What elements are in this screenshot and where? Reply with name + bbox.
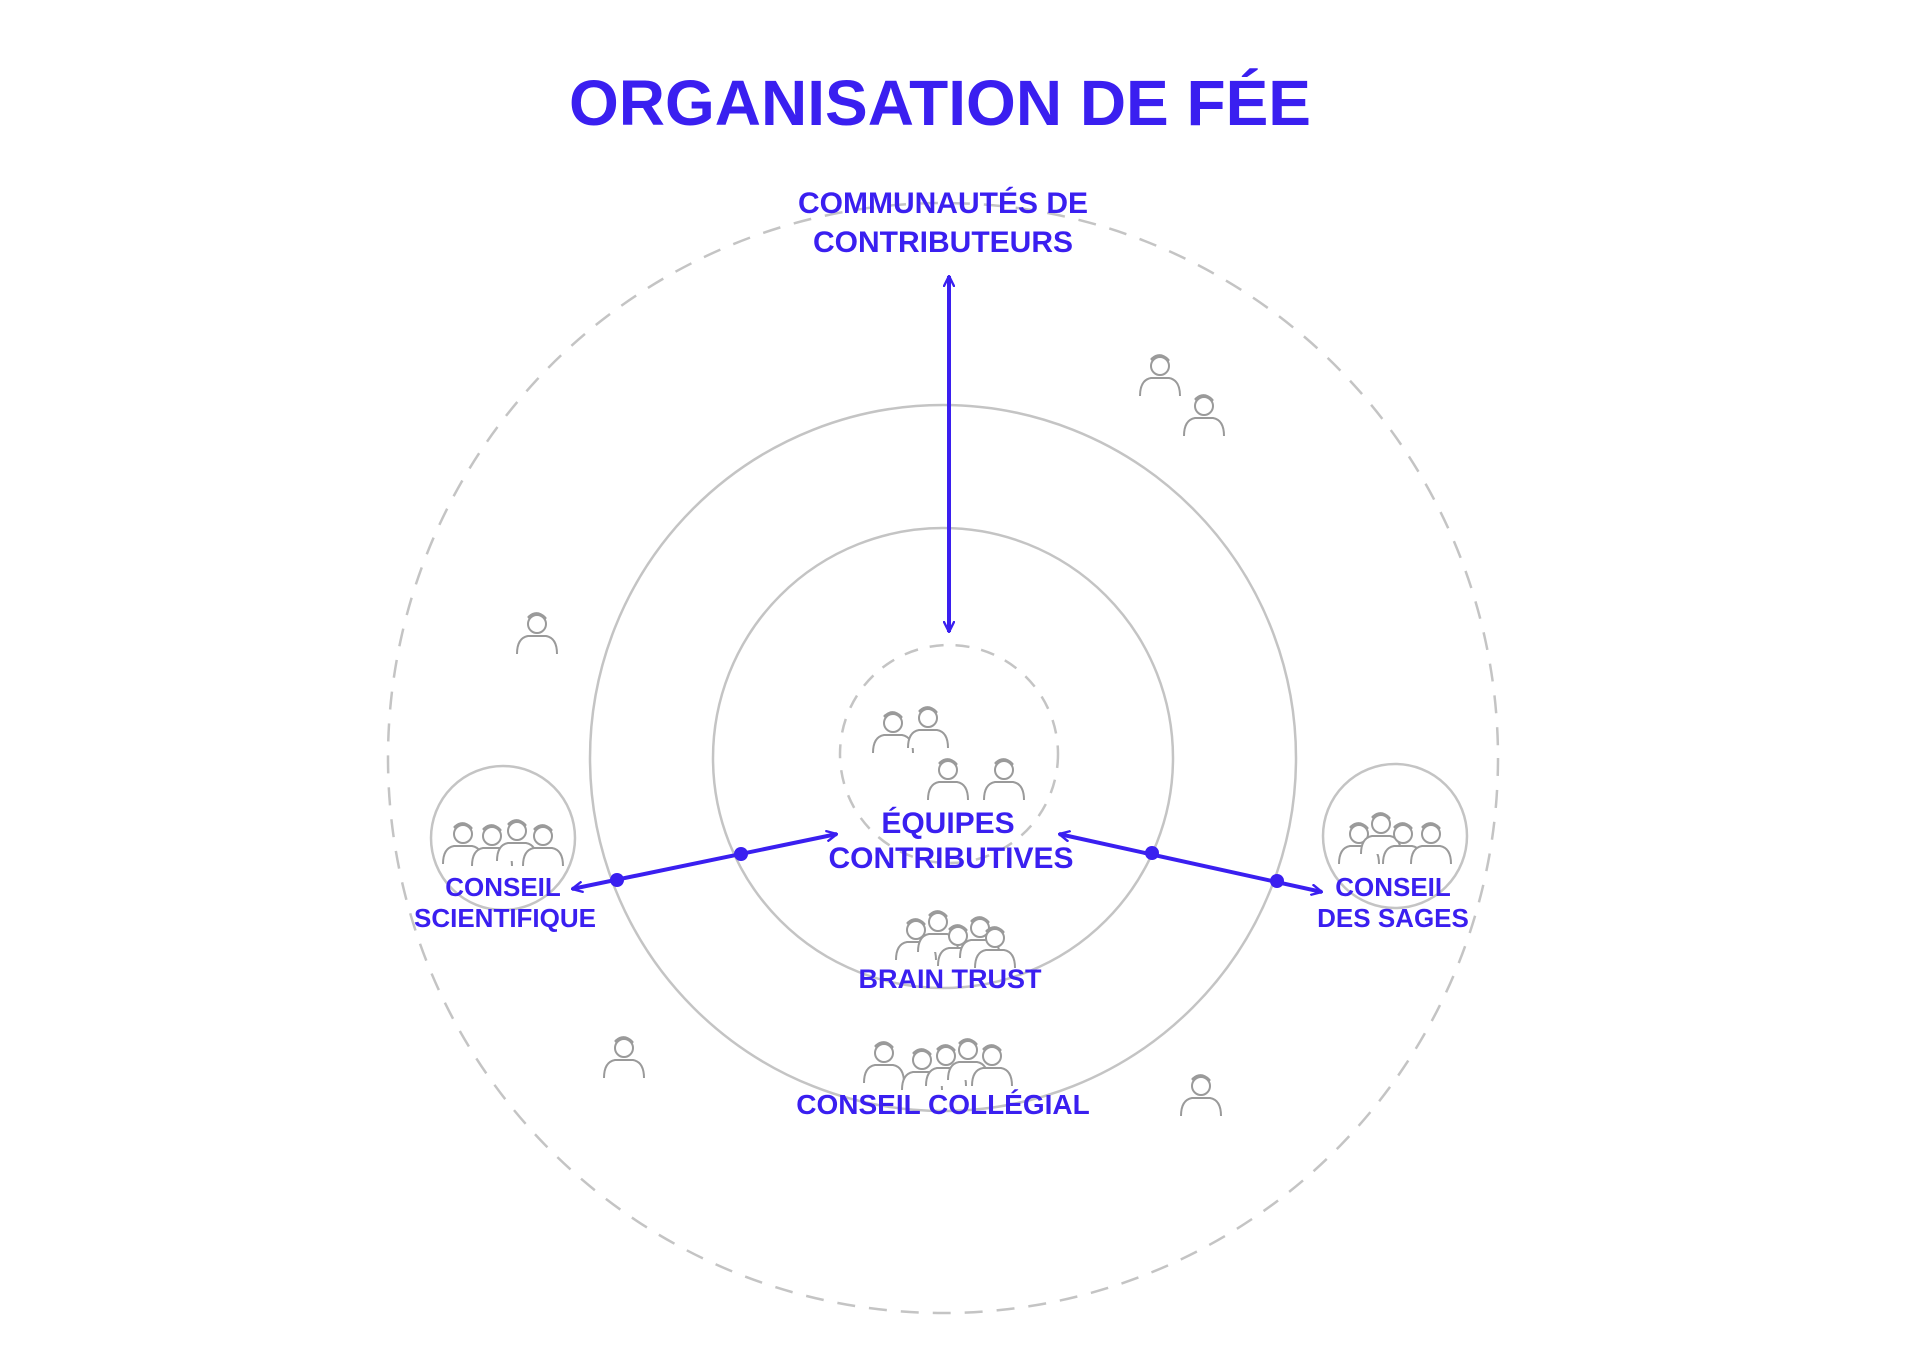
person-icon xyxy=(862,1041,906,1085)
label-conseil-scientifique-line-2: SCIENTIFIQUE xyxy=(414,903,596,933)
page-title: ORGANISATION DE FÉE xyxy=(569,67,1311,139)
person-icon xyxy=(515,612,559,656)
person-icon xyxy=(926,758,970,802)
label-equipes-line-2: CONTRIBUTIVES xyxy=(828,842,1073,875)
conseil-collegial-ring xyxy=(588,403,1298,1113)
connection-dot-icon xyxy=(1145,846,1159,860)
person-icon xyxy=(1409,822,1453,866)
outer-dashed-ring xyxy=(386,201,1500,1315)
equipes-dashed-ring xyxy=(838,643,1060,865)
connection-dot-icon xyxy=(610,873,624,887)
label-communautes-line-2: CONTRIBUTEURS xyxy=(813,226,1073,259)
label-conseil-scientifique-line-1: CONSEIL xyxy=(445,872,561,902)
label-conseil-collegial: CONSEIL COLLÉGIAL xyxy=(796,1089,1090,1120)
person-icon xyxy=(1182,394,1226,438)
person-icon xyxy=(906,706,950,750)
person-icon xyxy=(982,758,1026,802)
label-equipes-line-1: ÉQUIPES xyxy=(881,806,1014,840)
person-icon xyxy=(1179,1074,1223,1118)
label-brain-trust: BRAIN TRUST xyxy=(859,964,1042,994)
person-icon xyxy=(871,711,915,755)
person-icon xyxy=(1138,354,1182,398)
label-conseil-sages-line-2: DES SAGES xyxy=(1317,903,1469,933)
label-communautes-line-1: COMMUNAUTÉS DE xyxy=(798,186,1088,220)
connection-dot-icon xyxy=(1270,874,1284,888)
connection-dot-icon xyxy=(734,847,748,861)
label-conseil-sages-line-1: CONSEIL xyxy=(1335,872,1451,902)
person-icon xyxy=(602,1036,646,1080)
